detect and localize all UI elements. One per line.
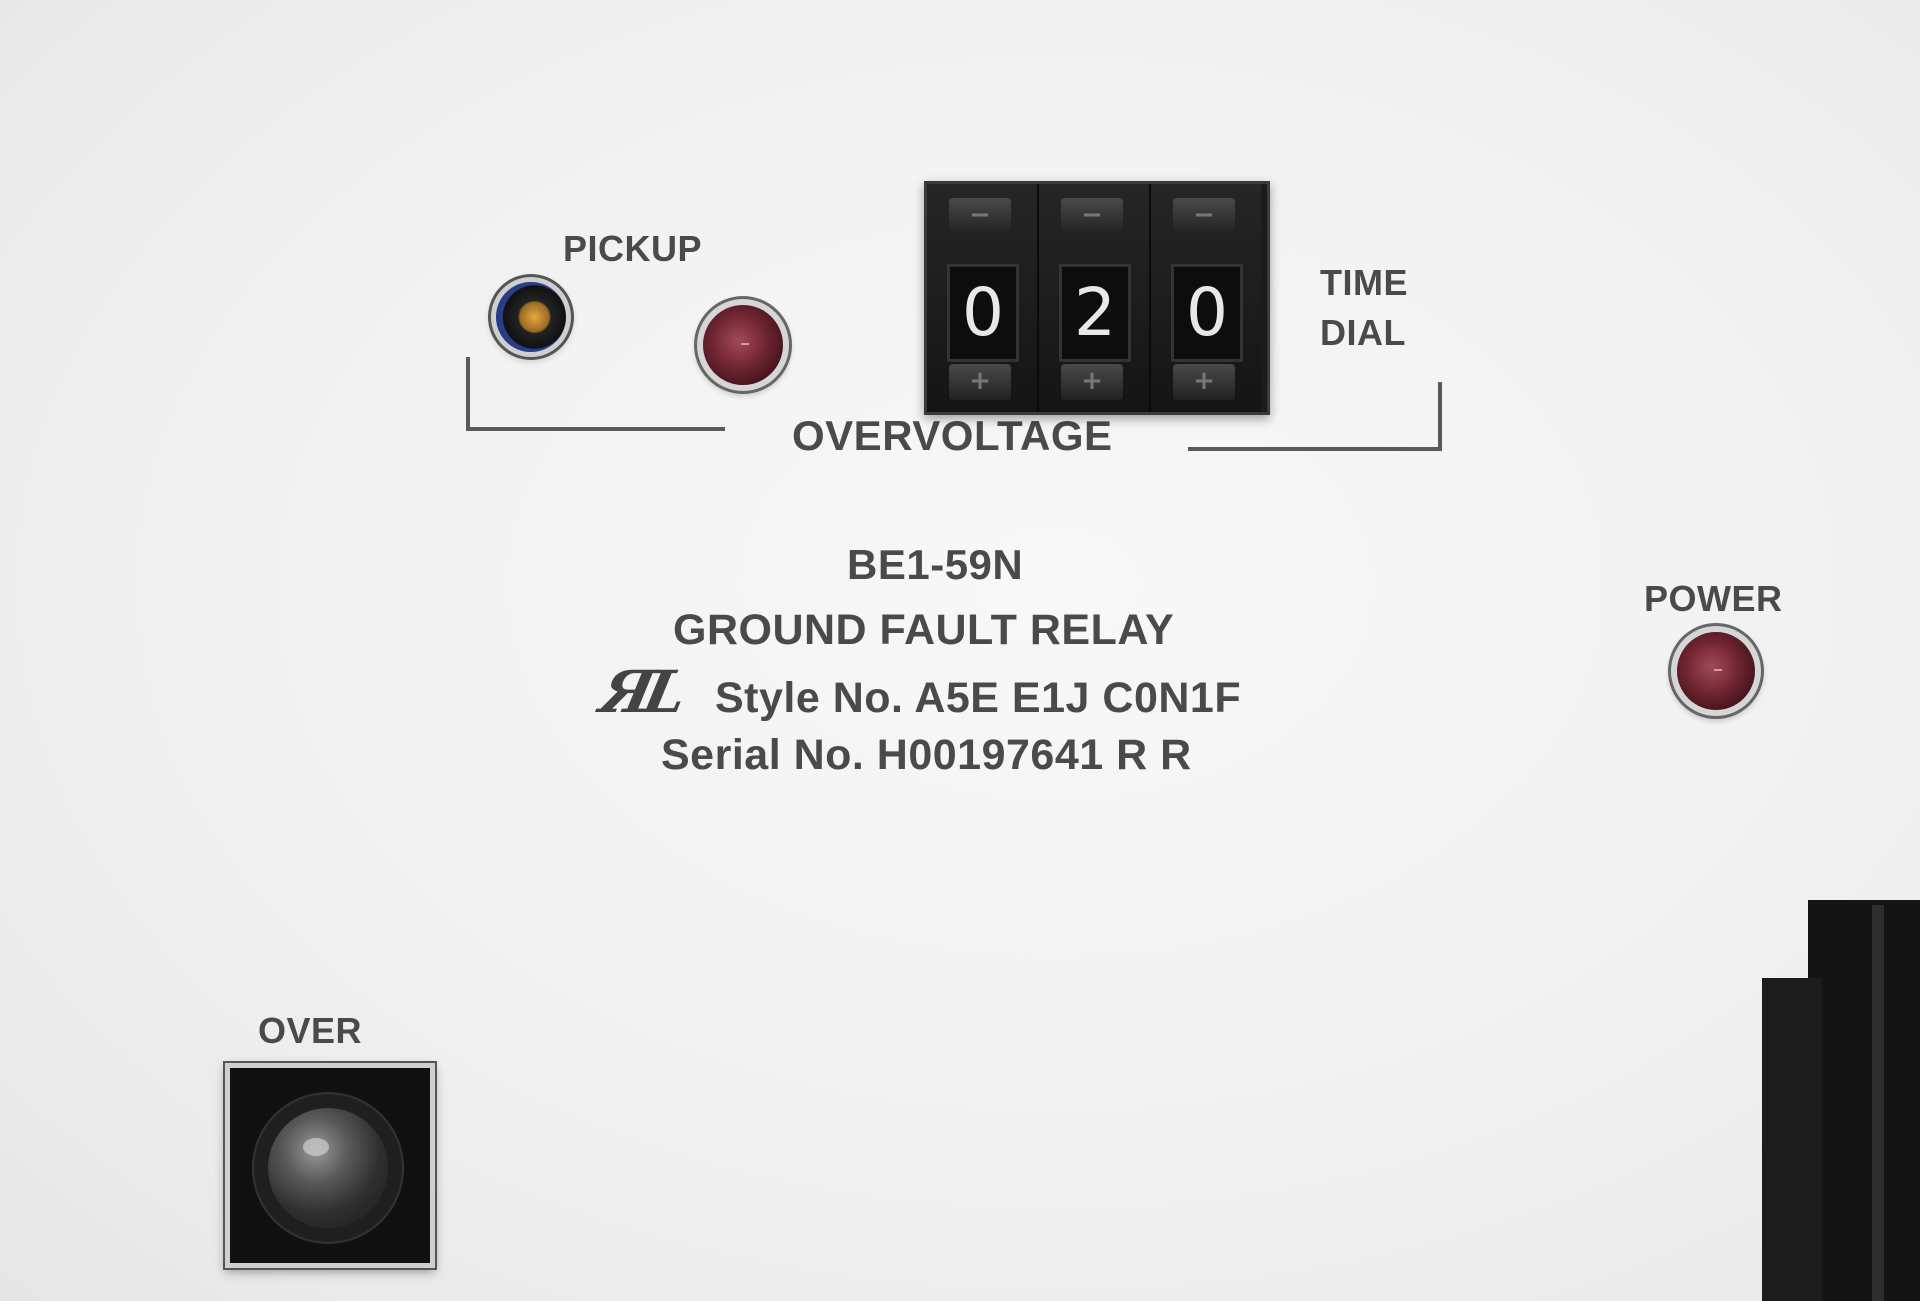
digit-1-plus-button[interactable]: + (949, 364, 1011, 400)
overvoltage-label: OVERVOLTAGE (792, 412, 1113, 459)
side-connector-rail (1808, 900, 1920, 1301)
over-label: OVER (258, 1010, 363, 1051)
digit-3-value: 0 (1171, 264, 1243, 362)
time-dial-thumbwheel[interactable]: − 0 + − 2 + − 0 + (924, 181, 1270, 415)
ul-mark-icon: ЯL (594, 658, 686, 726)
digit-2-value: 2 (1059, 264, 1131, 362)
digit-3-plus-button[interactable]: + (1173, 364, 1235, 400)
time-dial-digit-2[interactable]: − 2 + (1039, 184, 1153, 412)
power-label: POWER (1644, 578, 1783, 619)
digit-1-value: 0 (947, 264, 1019, 362)
overvoltage-bracket-right (1188, 382, 1442, 451)
pickup-label: PICKUP (563, 228, 703, 269)
digit-1-minus-button[interactable]: − (949, 198, 1011, 234)
connector-highlight (1872, 905, 1884, 1301)
digit-2-plus-button[interactable]: + (1061, 364, 1123, 400)
over-target-reset-button[interactable] (225, 1063, 435, 1268)
time-dial-label-line2: DIAL (1320, 312, 1406, 353)
side-connector-block (1762, 978, 1822, 1301)
serial-number: Serial No. H00197641 R R (661, 731, 1192, 779)
time-dial-digit-1[interactable]: − 0 + (927, 184, 1041, 412)
model-number: BE1-59N (847, 541, 1024, 588)
time-dial-label-line1: TIME (1320, 262, 1408, 303)
time-dial-digit-3[interactable]: − 0 + (1151, 184, 1261, 412)
pickup-led-icon (703, 305, 783, 385)
power-led-icon (1677, 632, 1755, 710)
style-number: Style No. A5E E1J C0N1F (715, 674, 1242, 722)
digit-3-minus-button[interactable]: − (1173, 198, 1235, 234)
pickup-adjust-potentiometer-icon[interactable] (496, 282, 566, 352)
digit-2-minus-button[interactable]: − (1061, 198, 1123, 234)
reset-knob-icon (268, 1108, 388, 1228)
relay-description: GROUND FAULT RELAY (673, 606, 1175, 654)
overvoltage-bracket-left (466, 357, 725, 431)
